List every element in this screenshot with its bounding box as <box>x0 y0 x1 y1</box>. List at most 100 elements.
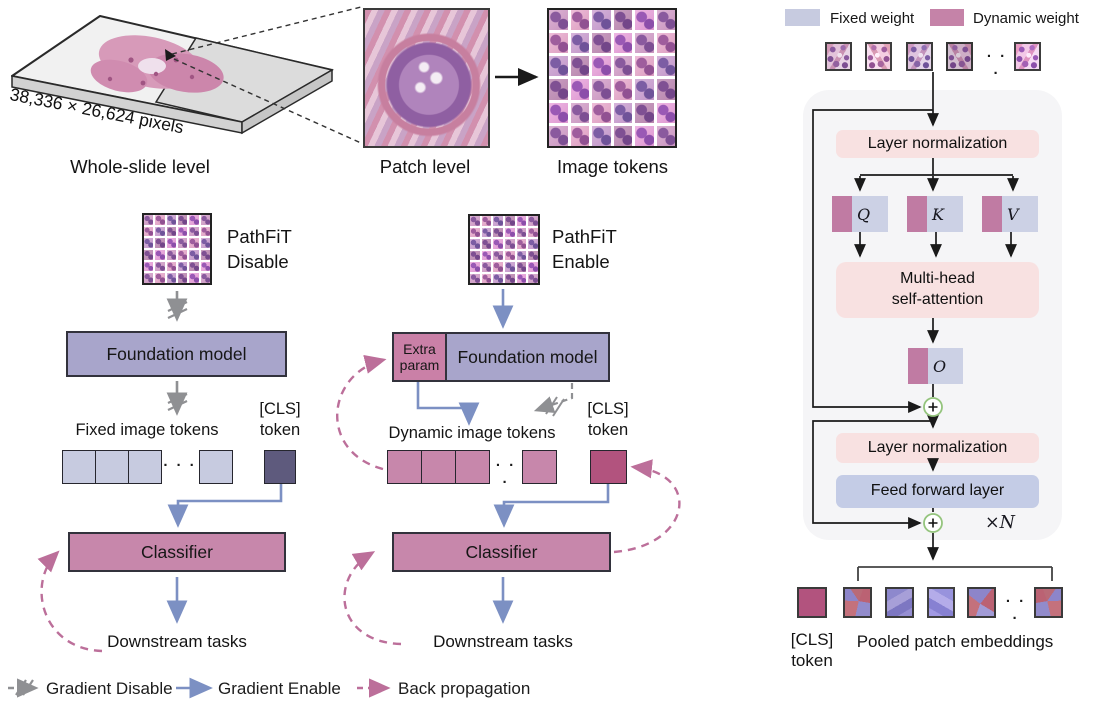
token-cell <box>481 227 492 237</box>
query-label: Q <box>852 196 888 232</box>
token-cell <box>549 33 568 54</box>
enable-downstream-label: Downstream tasks <box>433 632 573 651</box>
token-cell <box>155 250 165 260</box>
image-tokens-grid <box>547 8 677 148</box>
token-cell <box>493 262 503 272</box>
token-cell <box>656 56 675 77</box>
token-cell <box>470 250 480 260</box>
pooled-patch-embedding <box>843 587 872 618</box>
token-cell <box>505 262 515 272</box>
output-weight-box: O <box>908 348 963 384</box>
disable-classifier-box: Classifier <box>68 532 286 572</box>
key-weight-box: K <box>907 196 963 232</box>
token-cell <box>549 102 568 123</box>
image-tokens-caption: Image tokens <box>556 156 669 177</box>
token-cell <box>570 79 589 100</box>
legend-gradient-disable-icon <box>8 678 39 698</box>
token-cell <box>144 215 154 225</box>
key-dynamic-part <box>907 196 927 232</box>
tissue-sample <box>90 35 224 93</box>
value-label: V <box>1002 196 1038 232</box>
token-cell <box>516 216 527 226</box>
token-cell <box>155 238 165 248</box>
token-cell <box>470 216 480 226</box>
disable-cls-to-classifier-arrow <box>167 484 283 528</box>
token-cell <box>613 79 632 100</box>
layer-norm-1-box: Layer normalization <box>836 130 1039 158</box>
token-cell <box>166 250 176 260</box>
token-cell <box>613 56 632 77</box>
token-cell <box>200 250 210 260</box>
token-cell <box>200 215 210 225</box>
token-cell <box>516 227 527 237</box>
token-cell <box>189 273 199 283</box>
token-cell <box>528 227 538 237</box>
token-cell <box>635 56 654 77</box>
token-cell <box>505 216 515 226</box>
disable-cls-token <box>264 450 296 484</box>
token-cell <box>635 125 654 146</box>
repeat-n-label: ×N <box>985 513 1015 533</box>
key-label: K <box>927 196 963 232</box>
token-cell <box>656 79 675 100</box>
layer-norm-2-box: Layer normalization <box>836 433 1039 463</box>
disable-downstream-label: Downstream tasks <box>107 632 247 651</box>
token-cell <box>613 33 632 54</box>
token-cell <box>592 102 611 123</box>
disable-gradient-arrow-1 <box>166 291 188 322</box>
enable-foundation-model-box: Extra param Foundation model <box>392 332 610 382</box>
token-cell <box>481 216 492 226</box>
input-patch <box>1014 42 1041 71</box>
token-cell <box>493 227 503 237</box>
value-dynamic-part <box>982 196 1002 232</box>
token-cell <box>481 239 492 249</box>
panel-cls-token <box>797 587 827 618</box>
enable-backprop-extra-curve <box>336 354 387 471</box>
token-cell <box>189 238 199 248</box>
fixed-weight-swatch <box>785 9 820 26</box>
whole-slide-caption: Whole-slide level <box>70 156 210 177</box>
token-cell <box>528 250 538 260</box>
patch-level-caption: Patch level <box>379 156 471 177</box>
token-cell <box>189 226 199 237</box>
token-cell <box>155 215 165 225</box>
token-cell <box>516 273 527 283</box>
token-cell <box>177 226 188 237</box>
token-cell <box>592 79 611 100</box>
token-cell <box>166 226 176 237</box>
disable-input-tokens-thumbnail <box>142 213 212 285</box>
patch-level-image <box>363 8 490 148</box>
foundation-model-label: Foundation model <box>447 334 608 380</box>
token-cell <box>656 33 675 54</box>
token-cell <box>144 238 154 248</box>
sample-location-marker <box>165 49 176 61</box>
fixed-image-tokens-label: Fixed image tokens <box>75 421 219 439</box>
pooled-patch-embedding <box>927 587 955 618</box>
token-cell <box>177 238 188 248</box>
token-cell <box>470 227 480 237</box>
token-cell <box>144 250 154 260</box>
token-cell <box>493 216 503 226</box>
token-cell <box>528 239 538 249</box>
enable-cls-label: [CLS] token <box>587 400 629 439</box>
token-cell <box>493 250 503 260</box>
pooled-embeddings-bracket <box>857 566 1053 581</box>
token-cell <box>549 56 568 77</box>
token-cell <box>177 273 188 283</box>
output-label: O <box>928 348 963 384</box>
token-cell <box>635 33 654 54</box>
token-cell <box>189 261 199 272</box>
token-cell <box>635 102 654 123</box>
dynamic-token <box>421 450 456 484</box>
token-cell <box>144 226 154 237</box>
pooled-patch-embedding <box>885 587 914 618</box>
token-cell <box>592 56 611 77</box>
fixed-weight-label: Fixed weight <box>830 10 915 27</box>
fixed-token <box>128 450 162 484</box>
legend-gradient-disable-label: Gradient Disable <box>46 679 173 698</box>
token-cell <box>200 273 210 283</box>
token-cell <box>613 125 632 146</box>
fixed-token <box>199 450 233 484</box>
pooled-patch-embedding <box>967 587 996 618</box>
token-cell <box>516 250 527 260</box>
